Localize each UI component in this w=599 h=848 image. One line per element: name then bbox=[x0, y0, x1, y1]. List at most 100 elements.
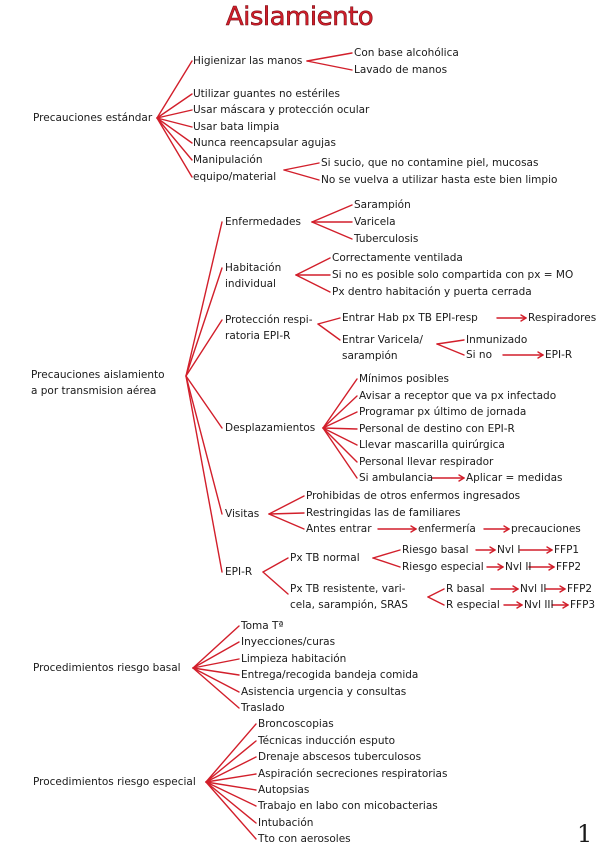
arrow-nvl1 bbox=[489, 546, 496, 551]
leaf-nvl-1: Nvl I bbox=[497, 544, 521, 556]
node-guantes: Utilizar guantes no estériles bbox=[193, 88, 340, 100]
arrow-respiradores bbox=[520, 317, 527, 322]
leaf-inmunizado: Inmunizado bbox=[466, 334, 528, 346]
connector-s3 bbox=[192, 658, 240, 669]
leaf-drenaje: Drenaje abscesos tuberculosos bbox=[258, 751, 422, 763]
connector-proteccion bbox=[317, 323, 341, 341]
connector-s1 bbox=[156, 60, 193, 119]
leaf-nvl-2: Nvl II bbox=[505, 561, 532, 573]
node-desplazamientos: Desplazamientos bbox=[225, 422, 316, 434]
connector-habitacion bbox=[295, 274, 331, 293]
connector-s1 bbox=[156, 93, 193, 119]
node-manipulacion-1: Manipulación bbox=[193, 154, 263, 166]
arrow-ffp1 bbox=[546, 546, 553, 551]
connector-s4 bbox=[205, 773, 257, 783]
connector-s4 bbox=[205, 781, 257, 840]
arrow-ffp2b bbox=[559, 588, 566, 593]
arrow-precauciones bbox=[503, 528, 510, 533]
leaf-limpieza: Limpieza habitación bbox=[241, 653, 347, 665]
leaf-nvl-2b: Nvl II bbox=[520, 583, 547, 595]
connector-desplazamientos bbox=[322, 427, 358, 463]
arrow-ffp2b bbox=[559, 585, 566, 590]
connector-s2 bbox=[185, 267, 223, 377]
connector-desplazamientos bbox=[322, 427, 358, 446]
leaf-precauciones: precauciones bbox=[511, 523, 581, 535]
connector-s4 bbox=[205, 781, 257, 791]
leaf-bandeja: Entrega/recogida bandeja comida bbox=[241, 669, 419, 681]
leaf-r-basal: R basal bbox=[446, 583, 485, 595]
leaf-programar: Programar px último de jornada bbox=[359, 406, 527, 418]
arrow-aplicar bbox=[458, 477, 465, 482]
leaf-autopsias: Autopsias bbox=[258, 784, 310, 796]
arrow-precauciones bbox=[503, 525, 510, 530]
connector-epir bbox=[262, 557, 289, 573]
connector-enfermedades bbox=[311, 204, 353, 223]
leaf-inyecciones: Inyecciones/curas bbox=[241, 636, 336, 648]
leaf-personal-destino: Personal de destino con EPI-R bbox=[359, 423, 515, 435]
leaf-lavado-manos: Lavado de manos bbox=[354, 64, 448, 76]
connector-enfermedades bbox=[311, 221, 353, 240]
connector-manipulacion bbox=[283, 169, 320, 181]
arrow-ffp3 bbox=[562, 604, 569, 609]
connector-s1 bbox=[156, 117, 193, 178]
leaf-varicela: Varicela bbox=[354, 216, 396, 228]
arrow-ffp2 bbox=[548, 566, 555, 571]
section-aislamiento-aerea-2: a por transmision aérea bbox=[31, 385, 157, 397]
arrow-nvl2b bbox=[512, 588, 519, 593]
node-epi-r: EPI-R bbox=[225, 566, 253, 578]
node-bata: Usar bata limpia bbox=[193, 121, 280, 133]
connector-visitas bbox=[268, 495, 305, 515]
leaf-si-sucio: Si sucio, que no contamine piel, mucosas bbox=[321, 157, 539, 169]
leaf-minimos: Mínimos posibles bbox=[359, 373, 449, 385]
leaf-ffp3: FFP3 bbox=[570, 599, 596, 611]
arrow-nvl3 bbox=[516, 601, 523, 606]
leaf-mascarilla: Llevar mascarilla quirúrgica bbox=[359, 439, 505, 451]
leaf-ffp1: FFP1 bbox=[554, 544, 580, 556]
connector-s3 bbox=[192, 667, 240, 709]
node-habitacion-2: individual bbox=[225, 278, 276, 290]
leaf-traslado: Traslado bbox=[241, 702, 285, 714]
node-habitacion-1: Habitación bbox=[225, 262, 282, 274]
connector-tb-resistente bbox=[427, 596, 445, 606]
leaf-antes-entrar: Antes entrar bbox=[306, 523, 372, 535]
arrow-nvl2b bbox=[512, 585, 519, 590]
leaf-si-no: Si no bbox=[466, 349, 492, 361]
arrow-enfermeria bbox=[410, 528, 417, 533]
connector-desplazamientos bbox=[322, 395, 358, 429]
leaf-ventilada: Correctamente ventilada bbox=[332, 252, 463, 264]
connector-s4 bbox=[205, 756, 257, 783]
node-px-tb-normal: Px TB normal bbox=[290, 552, 360, 564]
arrow-ffp2 bbox=[548, 563, 555, 568]
connector-s3 bbox=[192, 667, 240, 693]
leaf-nvl-3: Nvl III bbox=[524, 599, 554, 611]
leaf-respirador: Personal llevar respirador bbox=[359, 456, 494, 468]
section-riesgo-especial: Procedimientos riesgo especial bbox=[33, 776, 196, 788]
arrow-epi-r bbox=[537, 354, 544, 359]
page-title: Aislamiento bbox=[225, 2, 374, 33]
leaf-ffp2: FFP2 bbox=[556, 561, 582, 573]
leaf-puerta-cerrada: Px dentro habitación y puerta cerrada bbox=[332, 286, 532, 298]
connector-tb-normal bbox=[372, 557, 401, 568]
node-px-tb-resistente-2: cela, sarampión, SRAS bbox=[290, 599, 408, 611]
connector-tb-resistente bbox=[427, 588, 445, 598]
connector-manipulacion bbox=[283, 162, 320, 171]
leaf-aplicar-medidas: Aplicar = medidas bbox=[466, 472, 563, 484]
connector-s2 bbox=[185, 375, 223, 429]
leaf-epi-r-result: EPI-R bbox=[545, 349, 573, 361]
leaf-riesgo-especial: Riesgo especial bbox=[402, 561, 484, 573]
leaf-ffp2b: FFP2 bbox=[567, 583, 593, 595]
leaf-riesgo-basal: Riesgo basal bbox=[402, 544, 469, 556]
connector-desplazamientos bbox=[322, 378, 358, 429]
node-higienizar-manos: Higienizar las manos bbox=[193, 55, 303, 67]
leaf-prohibidas: Prohibidas de otros enfermos ingresados bbox=[306, 490, 521, 502]
leaf-intubacion: Intubación bbox=[258, 817, 314, 829]
connector-desplazamientos bbox=[322, 427, 358, 430]
leaf-avisar: Avisar a receptor que va px infectado bbox=[359, 390, 557, 402]
node-px-tb-resistente-1: Px TB resistente, vari- bbox=[290, 583, 406, 595]
connector-s4 bbox=[205, 781, 257, 824]
node-manipulacion-2: equipo/material bbox=[193, 171, 277, 183]
connector-desplazamientos bbox=[322, 427, 358, 479]
leaf-sarampion: Sarampión bbox=[354, 199, 411, 211]
